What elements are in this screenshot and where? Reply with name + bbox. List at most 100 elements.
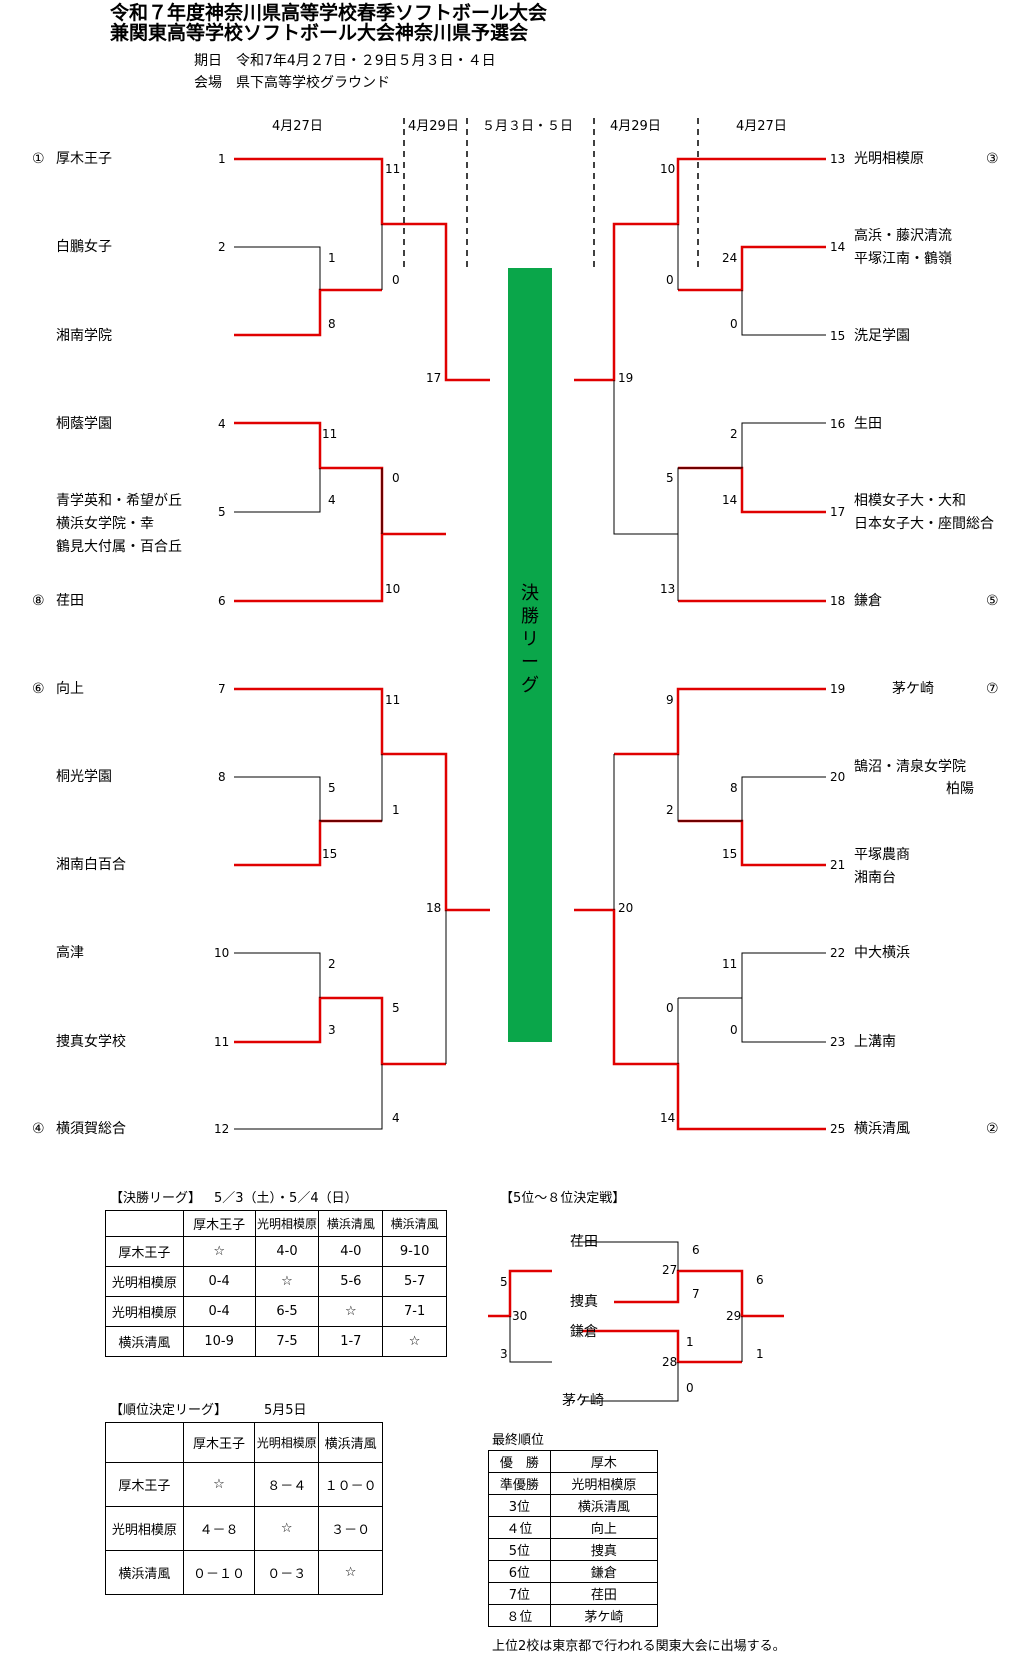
table-cell: ８－４	[254, 1462, 320, 1507]
table-cell: ☆	[182, 1236, 256, 1267]
score: 6	[756, 1273, 764, 1287]
round-center: ５月３日・５日	[482, 119, 574, 134]
right-team-14a: 高浜・藤沢清流	[854, 228, 952, 244]
score: 14	[660, 1111, 676, 1125]
left-seed-12: ④	[32, 1121, 45, 1137]
score: 9	[666, 693, 674, 707]
right-team-20b: 柏陽	[946, 781, 974, 797]
score: 0	[686, 1381, 694, 1395]
right-team-25: 横浜清風	[854, 1121, 910, 1137]
placement-team-2: 捜真	[570, 1294, 598, 1310]
title-line1: 令和７年度神奈川県高等学校春季ソフトボール大会	[110, 2, 548, 24]
right-seed-13: ③	[986, 151, 999, 167]
final-league-caption: 【決勝リーグ】	[110, 1191, 202, 1206]
right-seed-19: ⑦	[986, 681, 999, 697]
score: 5	[392, 1001, 400, 1015]
score: 0	[730, 1023, 738, 1037]
score: 19	[618, 371, 634, 385]
final-league-dates: 5／3（土）・5／4（日）	[214, 1191, 358, 1206]
rank-label: 3位	[488, 1494, 551, 1517]
right-seed-25: ②	[986, 1121, 999, 1137]
score: 1	[392, 803, 400, 817]
table-cell: ☆	[182, 1462, 256, 1507]
left-team-5a: 青学英和・希望が丘	[56, 493, 182, 509]
table-cell: 9-10	[382, 1236, 447, 1267]
rank-team: 荏田	[549, 1582, 659, 1605]
right-num-15: 15	[830, 329, 846, 343]
rank-league-date: 5月5日	[264, 1403, 307, 1418]
rank-label: 準優勝	[488, 1472, 551, 1495]
header-cell: 横浜清風	[318, 1210, 384, 1237]
score: 29	[726, 1309, 742, 1323]
left-num-12: 12	[214, 1122, 230, 1136]
table-cell: ☆	[254, 1506, 320, 1551]
score: 11	[722, 957, 738, 971]
score: 27	[662, 1263, 678, 1277]
table-cell: ☆	[382, 1326, 447, 1357]
left-team-12: 横須賀総合	[56, 1121, 126, 1137]
left-team-4: 桐蔭学園	[56, 416, 112, 432]
score: 3	[328, 1023, 336, 1037]
venue-line: 会場 県下高等学校グラウンド	[194, 75, 390, 91]
right-team-15: 洗足学園	[854, 328, 910, 344]
left-seed-7: ⑥	[32, 681, 45, 697]
left-team-9: 湘南白百合	[56, 857, 126, 873]
score: 2	[730, 427, 738, 441]
header-cell: 光明相模原	[254, 1422, 320, 1463]
final-league-table: 厚木王子 光明相模原 横浜清風 横浜清風 厚木王子 ☆ 4-0 4-0 9-10…	[105, 1210, 447, 1357]
left-num-1: 1	[218, 152, 226, 166]
final-league-label: 決勝リーグ	[521, 583, 539, 696]
header-cell: 厚木王子	[182, 1210, 256, 1237]
table-cell: １０－０	[318, 1462, 383, 1507]
table-cell: 10-9	[182, 1326, 256, 1357]
left-team-5c: 鶴見大付属・百合丘	[56, 539, 182, 555]
score: 8	[730, 781, 738, 795]
placement-team-3: 鎌倉	[570, 1324, 598, 1340]
score: 2	[666, 803, 674, 817]
right-team-18: 鎌倉	[854, 593, 882, 609]
score: 24	[722, 251, 738, 265]
table-cell: 1-7	[318, 1326, 384, 1357]
left-num-8: 8	[218, 770, 226, 784]
table-cell: ☆	[318, 1550, 383, 1595]
rank-league-table: 厚木王子 光明相模原 横浜清風 厚木王子 ☆ ８－４ １０－０ 光明相模原 ４－…	[105, 1422, 383, 1595]
table-cell: ４－８	[182, 1506, 256, 1551]
row-header: 横浜清風	[105, 1326, 184, 1357]
score: 15	[722, 847, 738, 861]
left-num-5: 5	[218, 505, 226, 519]
rank-team: 茅ケ崎	[549, 1604, 659, 1627]
right-team-14b: 平塚江南・鶴嶺	[854, 251, 952, 267]
right-num-17: 17	[830, 505, 846, 519]
rank-team: 捜真	[549, 1538, 659, 1561]
table-cell: ０－１０	[182, 1550, 256, 1595]
right-team-20a: 鵠沼・清泉女学院	[854, 759, 966, 775]
left-team-8: 桐光学園	[56, 769, 112, 785]
score: 3	[500, 1347, 508, 1361]
header-cell: 横浜清風	[318, 1422, 383, 1463]
score: 10	[660, 162, 676, 176]
score: 18	[426, 901, 442, 915]
round-left-r1: 4月27日	[272, 119, 323, 134]
left-seed-6: ⑧	[32, 593, 45, 609]
score: 17	[426, 371, 442, 385]
right-team-17b: 日本女子大・座間総合	[854, 516, 994, 532]
score: 20	[618, 901, 634, 915]
rank-label: ４位	[488, 1516, 551, 1539]
final-league-bar	[508, 268, 552, 1042]
right-team-22: 中大横浜	[854, 945, 910, 961]
score: 13	[660, 582, 676, 596]
left-team-2: 白鵬女子	[56, 239, 112, 255]
rank-team: 光明相模原	[549, 1472, 659, 1495]
score: 1	[756, 1347, 764, 1361]
right-team-23: 上溝南	[854, 1034, 896, 1050]
score: 1	[328, 251, 336, 265]
rank-label: 優 勝	[488, 1450, 551, 1473]
right-num-18: 18	[830, 594, 846, 608]
right-team-16: 生田	[854, 416, 882, 432]
left-seed-1: ①	[32, 151, 45, 167]
right-num-21: 21	[830, 858, 846, 872]
rank-team: 厚木	[549, 1450, 659, 1473]
round-right-r1: 4月27日	[736, 119, 787, 134]
header-cell: 横浜清風	[382, 1210, 447, 1237]
